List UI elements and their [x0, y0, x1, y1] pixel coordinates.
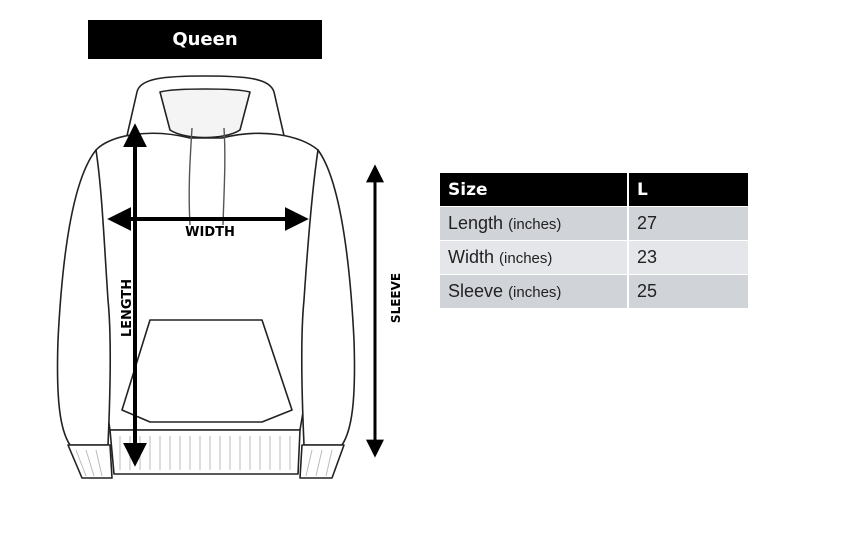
- table-row: Length (inches) 27: [440, 206, 748, 240]
- row-measure-name: Sleeve: [448, 281, 504, 301]
- row-unit: (inches): [499, 250, 553, 267]
- row-unit: (inches): [508, 284, 562, 301]
- header-size: Size: [440, 173, 629, 206]
- width-label: WIDTH: [185, 225, 235, 240]
- product-title: Queen: [88, 20, 322, 59]
- row-measure-name: Width: [448, 247, 495, 267]
- row-label: Length (inches): [440, 206, 629, 240]
- table-row: Sleeve (inches) 25: [440, 274, 748, 308]
- sleeve-label: SLEEVE: [389, 273, 403, 323]
- row-value: 25: [629, 274, 748, 308]
- length-label: LENGTH: [120, 279, 135, 337]
- row-unit: (inches): [508, 216, 562, 233]
- row-measure-name: Length: [448, 213, 504, 233]
- table-header-row: Size L: [440, 173, 748, 206]
- header-size-value: L: [629, 173, 748, 206]
- table-row: Width (inches) 23: [440, 240, 748, 274]
- row-value: 23: [629, 240, 748, 274]
- size-chart-table: Size L Length (inches) 27 Width (inches)…: [440, 173, 748, 308]
- row-label: Sleeve (inches): [440, 274, 629, 308]
- row-label: Width (inches): [440, 240, 629, 274]
- row-value: 27: [629, 206, 748, 240]
